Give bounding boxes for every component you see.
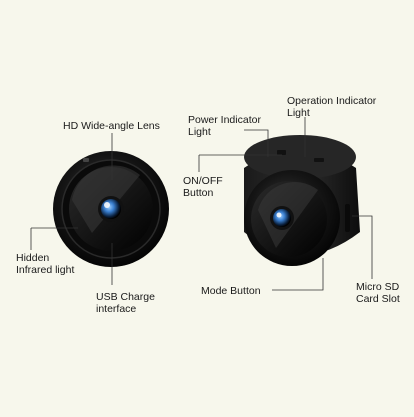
right-camera-top	[244, 135, 356, 179]
line-mode-button	[272, 258, 324, 291]
label-mode-button: Mode Button	[201, 285, 261, 297]
label-on-off: ON/OFF Button	[183, 175, 223, 199]
right-operation-led	[314, 158, 324, 162]
right-sd-slot	[345, 204, 350, 232]
label-power-indicator: Power Indicator Light	[188, 114, 261, 138]
right-power-led	[277, 150, 286, 155]
label-operation-indicator: Operation Indicator Light	[287, 95, 377, 119]
left-lens-glint	[104, 202, 110, 208]
left-lens	[101, 199, 121, 219]
label-hd-lens: HD Wide-angle Lens	[63, 120, 160, 132]
right-camera	[244, 135, 360, 266]
leader-lines	[30, 117, 373, 291]
label-hidden-infrared: Hidden Infrared light	[16, 252, 75, 276]
label-usb-charge: USB Charge interface	[96, 291, 155, 315]
right-lens	[273, 209, 291, 227]
line-power-indicator	[244, 129, 269, 157]
line-micro-sd	[352, 215, 373, 279]
label-micro-sd: Micro SD Card Slot	[356, 281, 400, 305]
left-top-notch	[83, 158, 89, 162]
right-lens-glint	[276, 212, 282, 218]
left-camera	[53, 151, 169, 267]
